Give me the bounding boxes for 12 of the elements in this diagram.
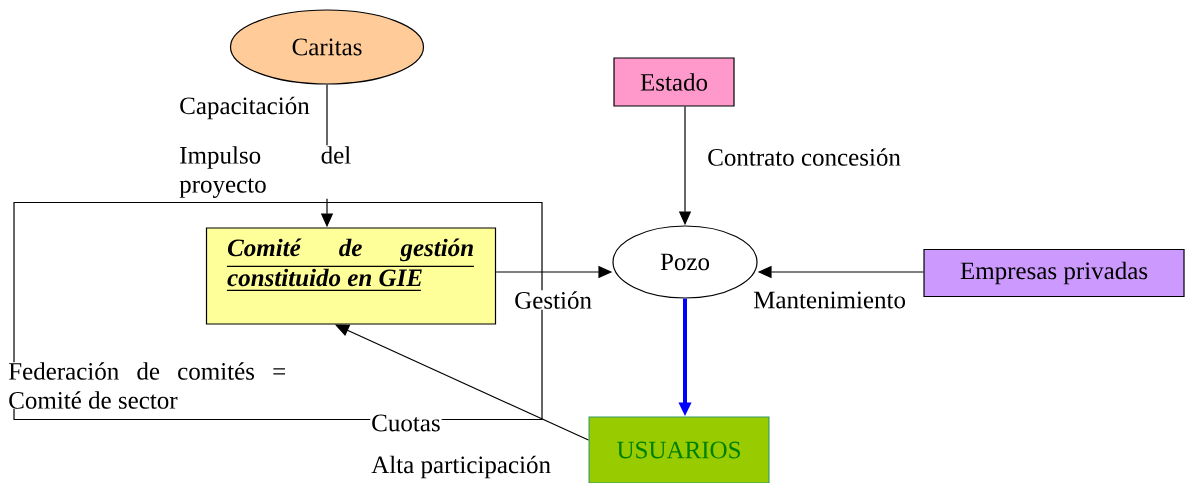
- edge-label: Capacitación: [178, 95, 311, 121]
- process-box: Comité de gestión constituido en GIE: [205, 227, 497, 325]
- edge-label: Cuotas: [370, 413, 442, 433]
- arrow: [335, 324, 589, 441]
- note-text: Impulso del proyecto: [178, 145, 353, 199]
- edge-label: Gestión: [513, 290, 593, 310]
- process-box: Empresas privadas: [923, 248, 1185, 298]
- note-text: Alta participación: [370, 454, 552, 480]
- ellipse-node: Caritas: [229, 9, 425, 85]
- process-box: USUARIOS: [588, 416, 770, 483]
- process-box: Estado: [613, 57, 735, 107]
- edge-label: Contrato concesión: [706, 147, 902, 167]
